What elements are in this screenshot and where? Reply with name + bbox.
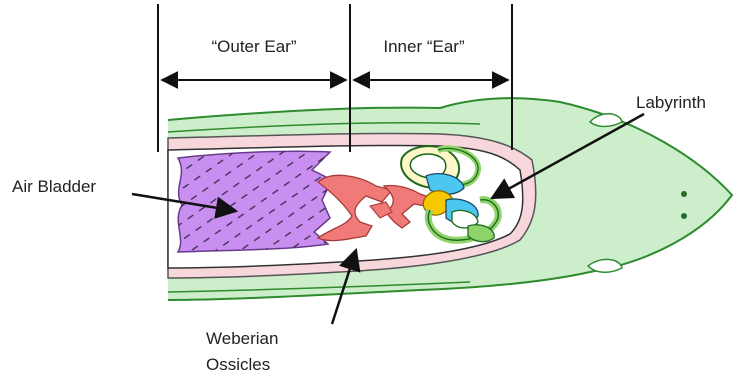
weberian-ossicles-label: Weberian [206,329,278,348]
labyrinth-label: Labyrinth [636,93,706,112]
air-bladder-hatch [178,151,332,252]
nostril [681,213,687,219]
inner-ear-label: Inner “Ear” [383,37,465,56]
air-bladder-label: Air Bladder [12,177,96,196]
nostril [681,191,687,197]
outer-ear-label: “Outer Ear” [211,37,296,56]
weberian-ossicles-label: Ossicles [206,355,270,374]
